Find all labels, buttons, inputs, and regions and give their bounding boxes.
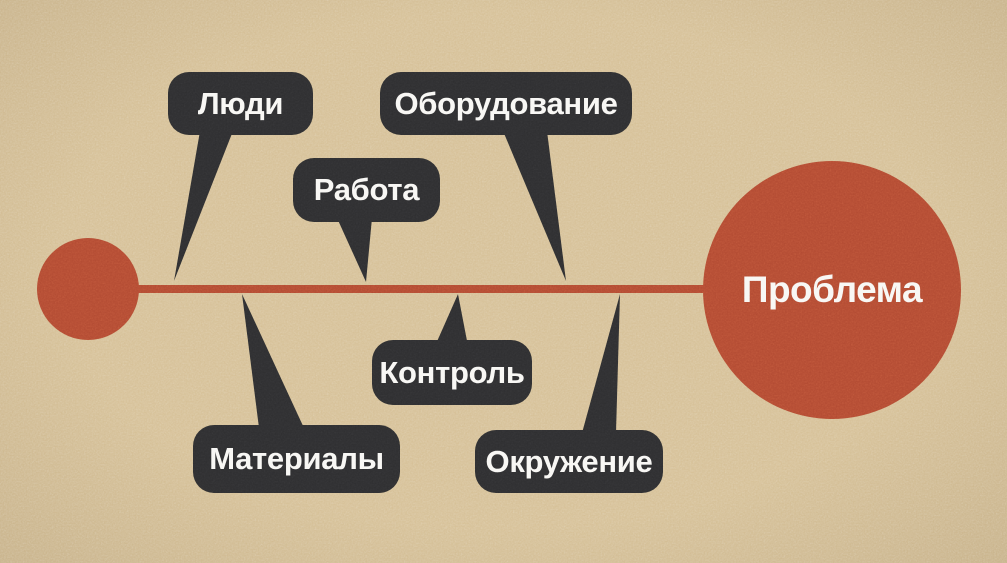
bubble-tail-materials	[242, 294, 304, 428]
cause-bubble-people: Люди	[168, 72, 313, 135]
cause-bubble-materials: Материалы	[193, 425, 400, 493]
cause-bubble-work: Работа	[293, 158, 440, 222]
cause-bubble-equipment: Оборудование	[380, 72, 632, 135]
cause-bubble-control: Контроль	[372, 340, 532, 405]
cause-label-control: Контроль	[379, 354, 525, 390]
cause-label-environment: Окружение	[485, 443, 653, 479]
cause-label-materials: Материалы	[209, 441, 384, 476]
bubble-tail-environment	[582, 294, 620, 433]
cause-label-equipment: Оборудование	[394, 85, 618, 121]
cause-label-people: Люди	[197, 85, 284, 121]
problem-label: Проблема	[741, 269, 923, 310]
bubble-tail-control	[435, 294, 468, 346]
spine-head-circle	[37, 238, 139, 340]
bubble-tail-people	[174, 131, 233, 281]
bubble-tail-work	[337, 218, 372, 282]
cause-label-work: Работа	[313, 172, 420, 207]
bubble-tail-equipment	[503, 131, 566, 281]
spine-line	[88, 285, 710, 293]
cause-bubble-environment: Окружение	[475, 430, 663, 493]
